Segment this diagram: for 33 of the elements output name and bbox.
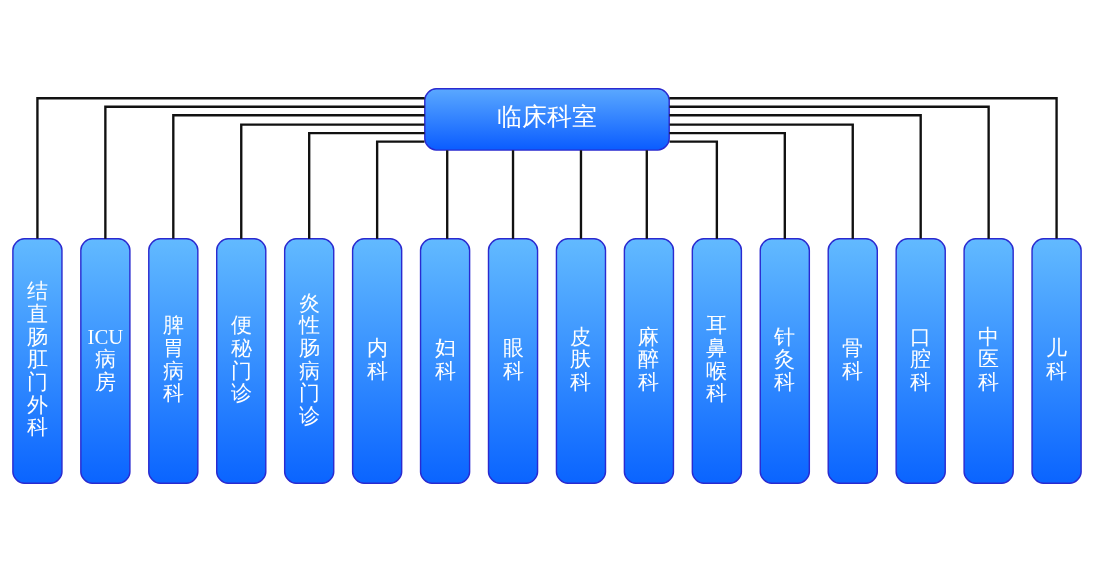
node-box: 内科 <box>351 238 403 484</box>
connector <box>511 150 515 239</box>
connector <box>104 105 425 239</box>
node-box: 妇科 <box>419 238 471 484</box>
node-box: 口腔科 <box>895 238 946 484</box>
node-box: ICU病房 <box>80 238 131 484</box>
node-box: 麻醉科 <box>623 238 675 484</box>
node-box: 中医科 <box>963 238 1014 484</box>
connector <box>669 140 719 239</box>
node-box: 骨科 <box>827 238 878 484</box>
connector <box>579 150 583 239</box>
node-box: 眼科 <box>487 238 539 484</box>
node-box: 脾胃病科 <box>148 238 199 484</box>
connector <box>172 114 425 239</box>
node-box: 结直肠肛门外科 <box>12 238 63 484</box>
connector <box>446 150 449 239</box>
connector <box>669 105 990 239</box>
node-box: 针灸科 <box>759 238 811 484</box>
node-box: 便秘门诊 <box>216 238 267 484</box>
connector <box>669 131 786 239</box>
node-box: 耳鼻喉科 <box>691 238 743 484</box>
connector <box>375 140 425 239</box>
connector <box>669 97 1058 239</box>
connector <box>645 150 648 239</box>
connector <box>669 114 922 239</box>
connector <box>308 131 425 239</box>
connector <box>36 97 425 239</box>
connector <box>240 123 425 239</box>
node-box: 儿科 <box>1031 238 1082 484</box>
node-box: 临床科室 <box>424 88 670 151</box>
connector <box>669 123 854 239</box>
node-box: 炎性肠病门诊 <box>283 238 335 484</box>
node-box: 皮肤科 <box>555 238 607 484</box>
